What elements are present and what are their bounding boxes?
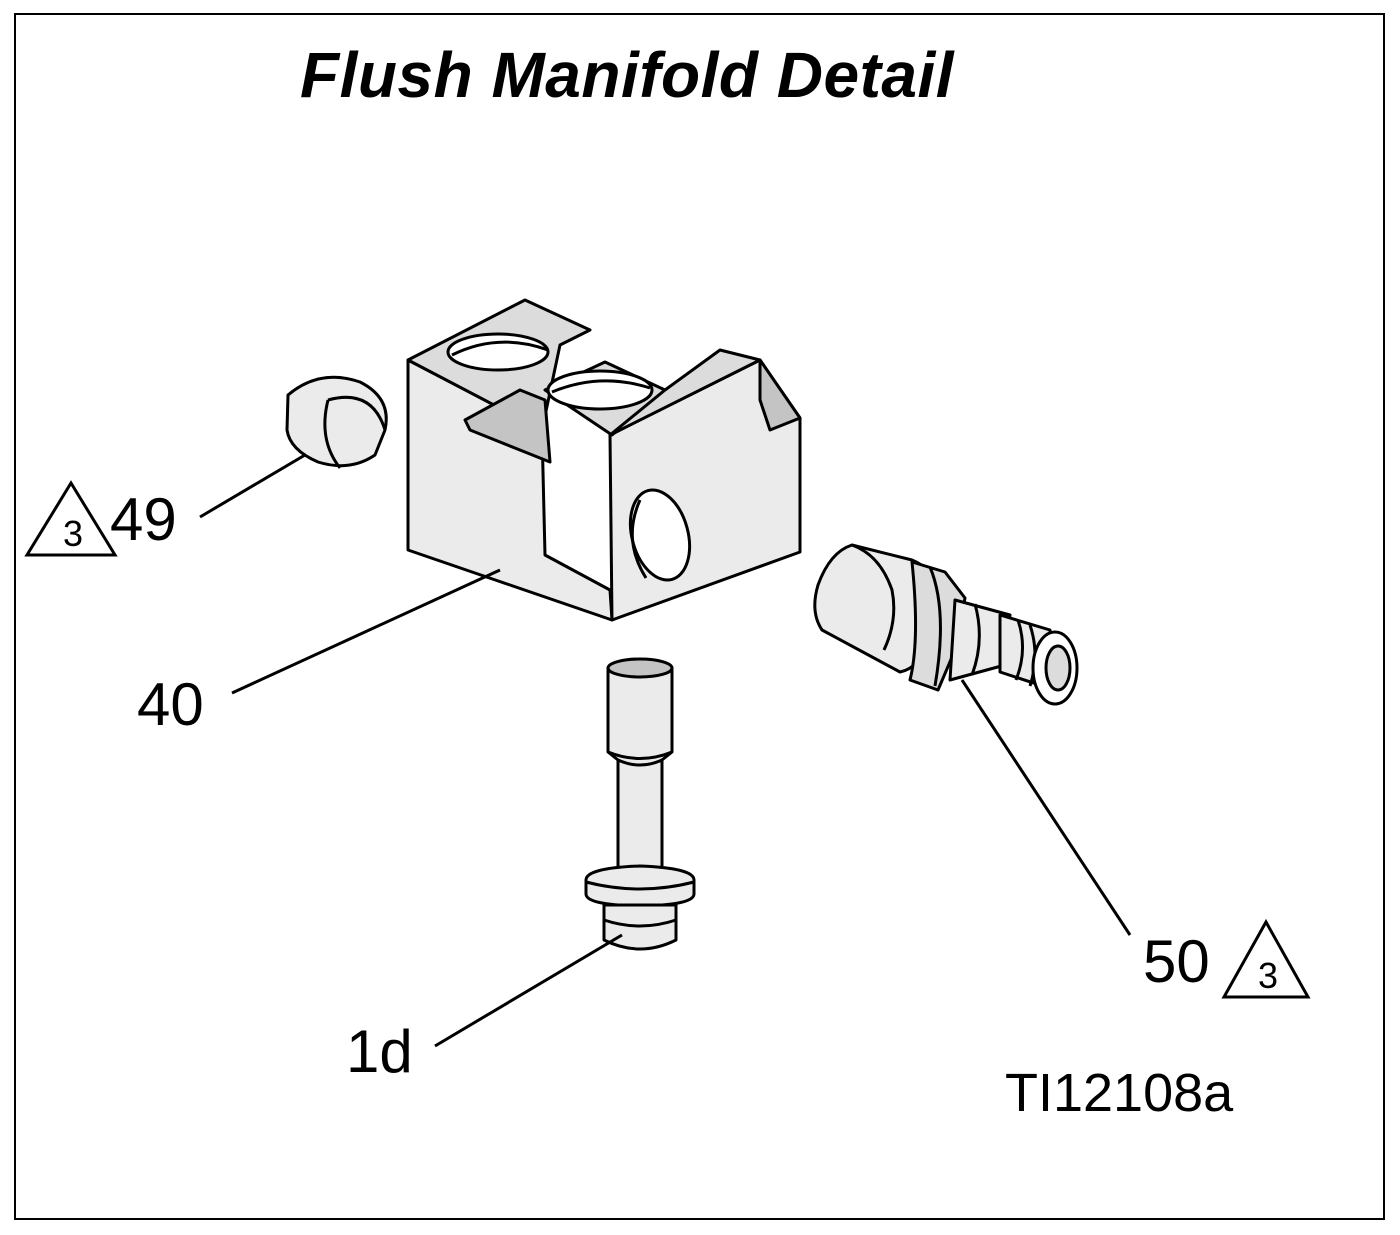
fitting-part-50 [813,543,1079,706]
plug-part-49 [285,375,388,469]
note-triangle-50 [1221,918,1311,999]
manifold-block-part-40 [406,298,802,622]
callout-50: 50 [1143,928,1210,995]
leader-50 [960,679,1132,936]
drawing-frame [14,13,1385,1220]
note-symbol-49: 3 [63,513,83,554]
note-symbol-50: 3 [1258,955,1278,996]
leader-40 [231,568,501,695]
note-triangle-49 [24,480,118,557]
callout-49: 49 [110,486,177,553]
leader-1d [434,933,623,1048]
diagram-title: Flush Manifold Detail [300,39,955,111]
figure-reference: TI12108a [1005,1063,1234,1123]
callout-40: 40 [137,671,204,738]
tube-fitting-part-1d [584,657,696,951]
leader-49 [199,453,306,519]
callout-1d: 1d [346,1018,413,1085]
